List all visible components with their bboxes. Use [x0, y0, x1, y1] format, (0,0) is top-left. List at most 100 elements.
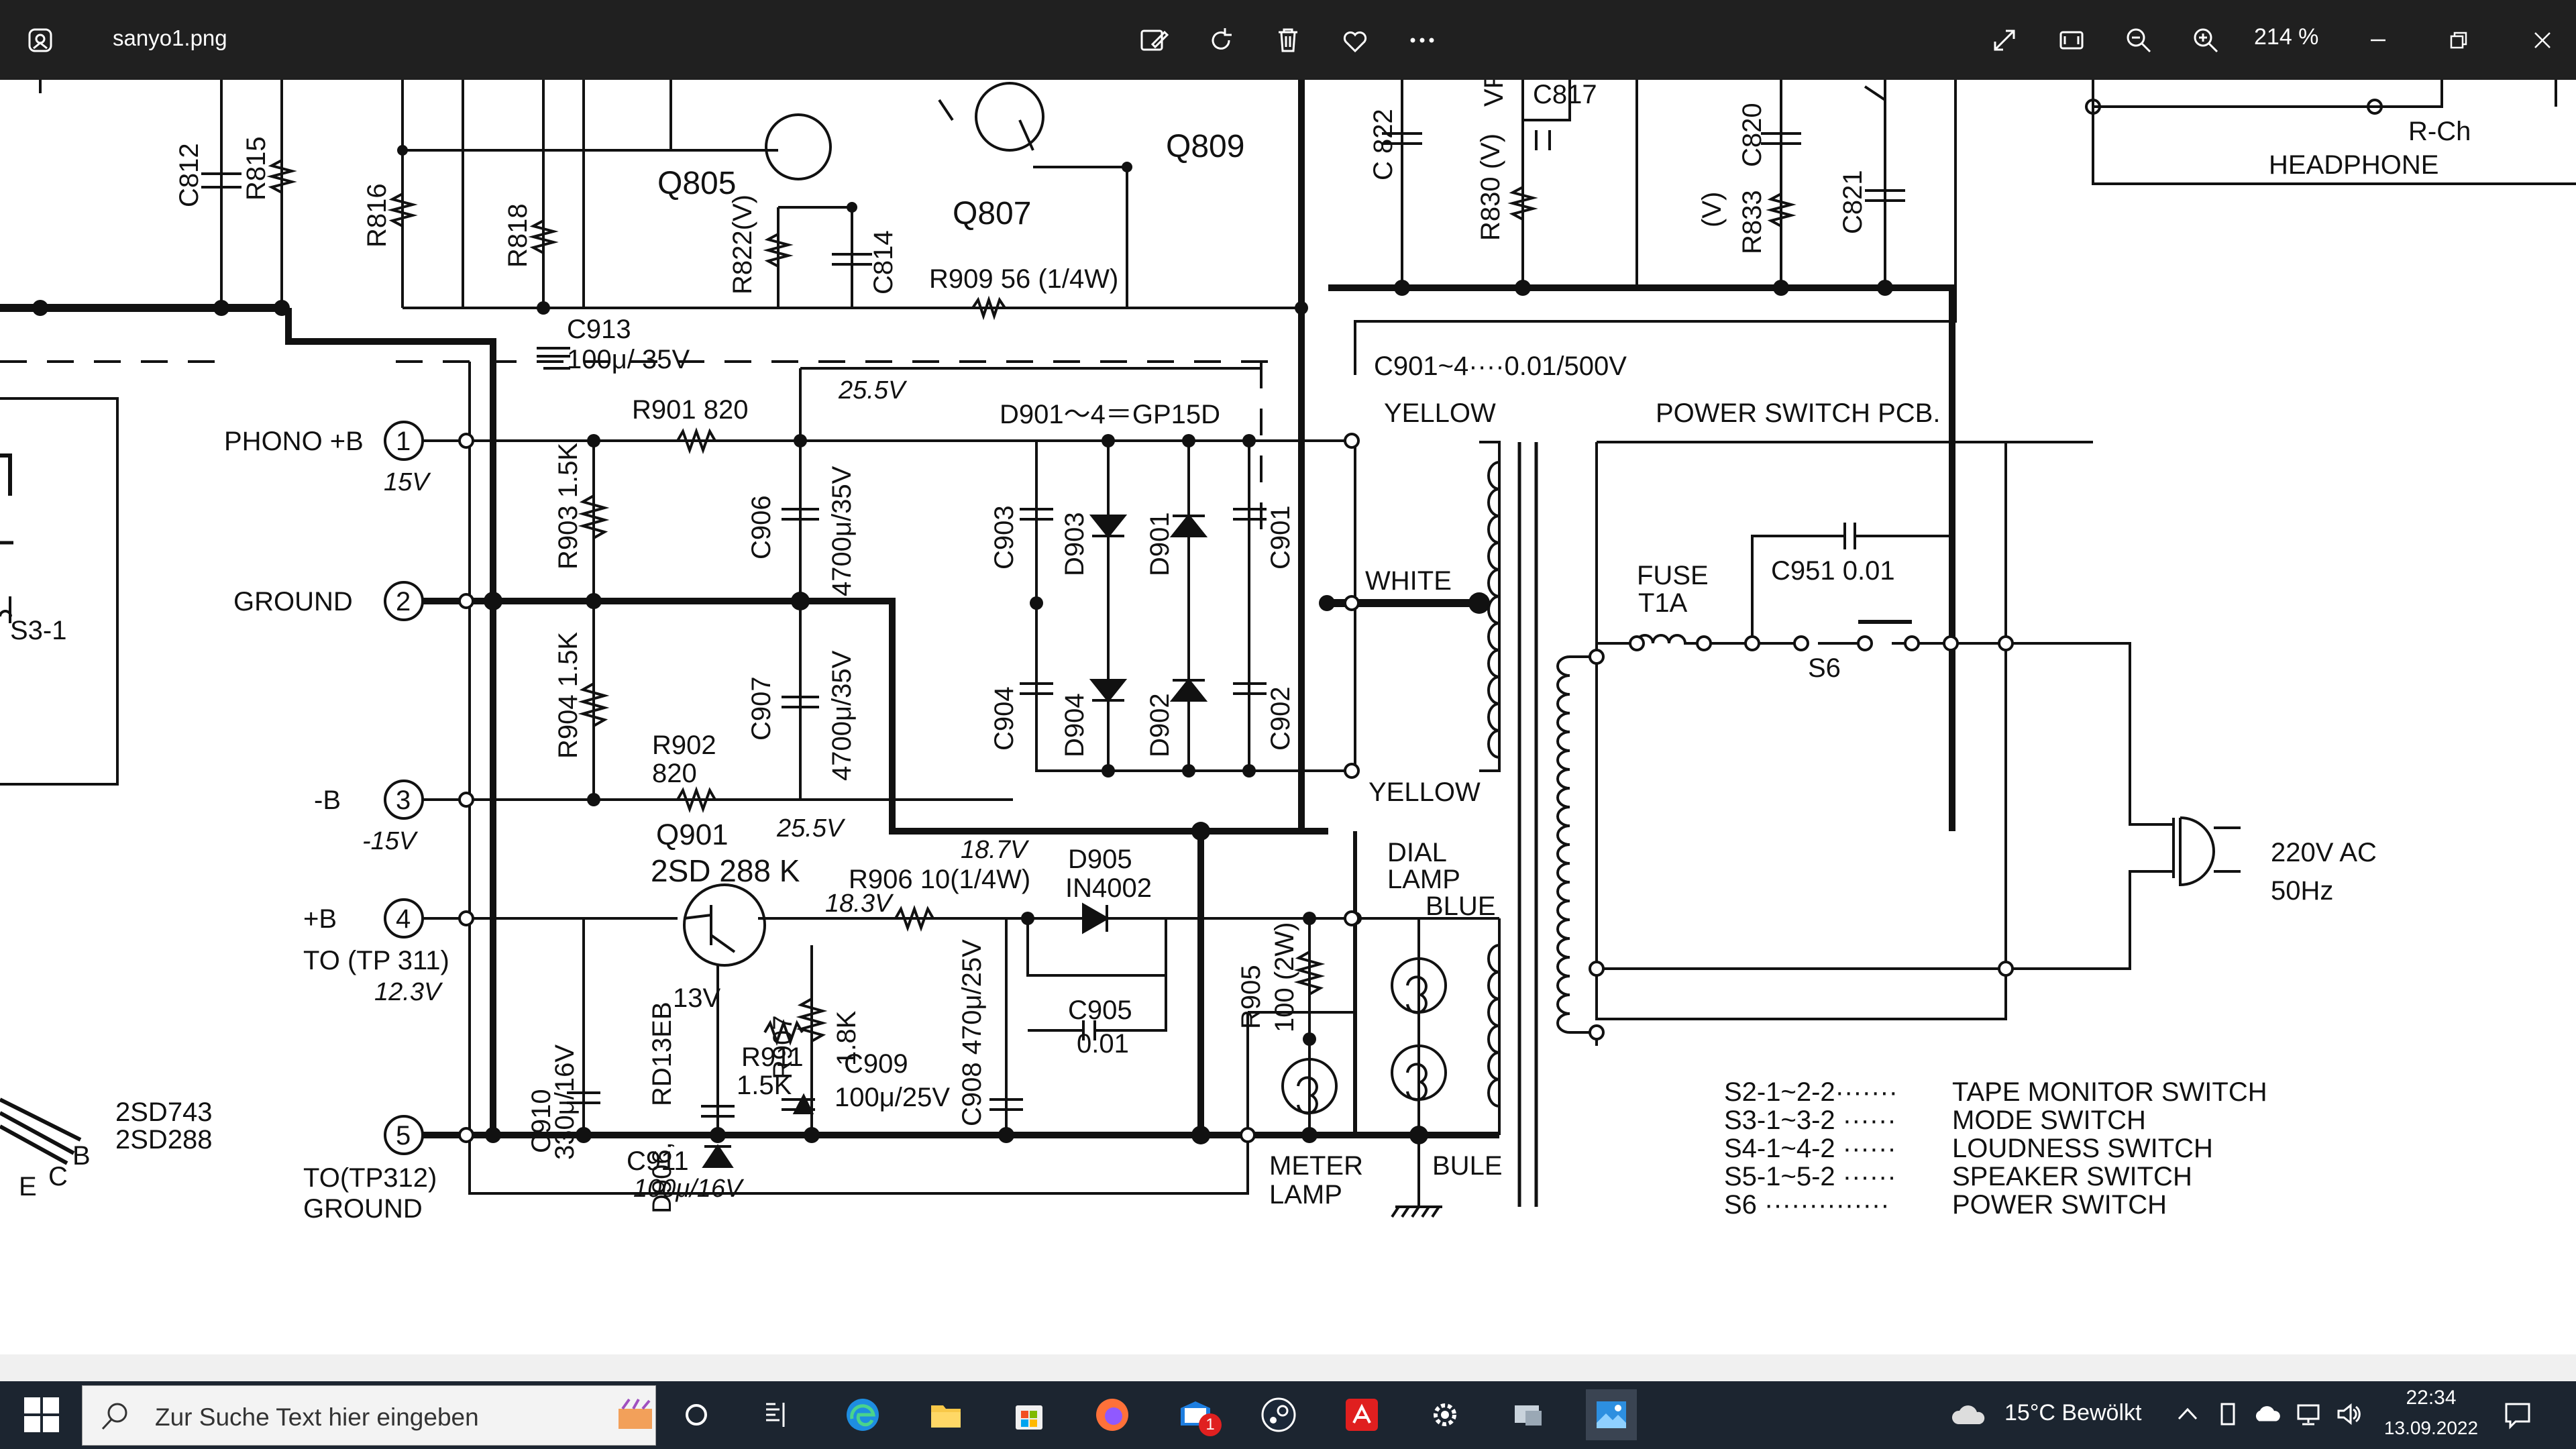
photos-icon[interactable]: [1586, 1389, 1637, 1440]
label-c905: C905: [1068, 996, 1132, 1025]
circuit-schematic: C812 R815 R816 R818 Q805 R822(V) C814 Q8…: [0, 80, 2576, 1224]
top-components: [201, 82, 2383, 321]
minimize-icon[interactable]: [2348, 15, 2408, 66]
label-d901: D901: [1145, 512, 1175, 576]
system-clock[interactable]: 22:34 13.09.2022: [2377, 1387, 2485, 1439]
file-explorer-icon[interactable]: [920, 1389, 971, 1440]
rotate-icon[interactable]: [1195, 15, 1246, 66]
devices-icon[interactable]: [1503, 1389, 1554, 1440]
label-c: C: [48, 1162, 68, 1191]
label-d904: D904: [1060, 693, 1089, 757]
zoom-level[interactable]: 214 %: [2254, 24, 2319, 50]
more-icon[interactable]: [1397, 15, 1448, 66]
label-r815: R815: [241, 136, 271, 201]
label-c909: C909: [844, 1049, 908, 1079]
label-vr: VR: [1479, 80, 1509, 107]
label-r906: R906 10(1/4W): [849, 865, 1030, 894]
label-50hz: 50Hz: [2271, 876, 2333, 906]
label-r816: R816: [362, 183, 392, 248]
label-c901-4: C901~4····0.01/500V: [1374, 352, 1627, 381]
label-tp311: TO (TP 311): [303, 946, 449, 975]
tablet-icon[interactable]: [2214, 1400, 2242, 1428]
label-r911-value: 1.5K: [737, 1071, 792, 1100]
legend-name-3: LOUDNESS SWITCH: [1952, 1134, 2213, 1163]
multitasking-icon[interactable]: [753, 1389, 804, 1440]
label-c910-value: 330μ/16V: [550, 1044, 580, 1160]
legend-code-5: S6 ··············: [1724, 1190, 1890, 1220]
image-canvas[interactable]: C812 R815 R816 R818 Q805 R822(V) C814 Q8…: [0, 80, 2576, 1354]
label-c909-value: 100μ/25V: [835, 1083, 950, 1112]
zoom-out-icon[interactable]: [2113, 15, 2164, 66]
favorite-icon[interactable]: [1330, 15, 1381, 66]
switch-legend: S2-1~2-2······· TAPE MONITOR SWITCH S3-1…: [1724, 1077, 2267, 1220]
label-220v-ac: 220V AC: [2271, 838, 2377, 867]
horizontal-scroll-area[interactable]: [0, 1354, 2576, 1381]
weather-cloud-icon[interactable]: [1949, 1401, 1989, 1428]
label-ground: GROUND: [233, 587, 353, 616]
open-terminals: [458, 433, 1360, 1143]
label-r-ch: R-Ch: [2408, 117, 2471, 146]
photos-app-icon: [15, 15, 66, 66]
pin-3: 3: [396, 786, 411, 815]
label-phono-b: PHONO +B: [224, 427, 364, 456]
label-b: B: [72, 1141, 91, 1171]
edge-icon[interactable]: [837, 1389, 888, 1440]
clock-date: 13.09.2022: [2383, 1417, 2479, 1438]
legend-code-4: S5-1~5-2 ······: [1724, 1162, 1896, 1191]
delete-icon[interactable]: [1263, 15, 1313, 66]
power-switch-labels: POWER SWITCH PCB. FUSE T1A C951 0.01 S6 …: [1637, 398, 2377, 906]
label-d905: D905: [1068, 845, 1132, 874]
label-c820: C820: [1737, 103, 1767, 167]
power-switch-pcb: [1595, 441, 2241, 1020]
zoom-in-icon[interactable]: [2180, 15, 2231, 66]
label-meter-lamp: LAMP: [1269, 1180, 1342, 1210]
task-view-icon[interactable]: [671, 1389, 722, 1440]
chevron-up-icon[interactable]: [2174, 1400, 2202, 1428]
legend-name-1: TAPE MONITOR SWITCH: [1952, 1077, 2267, 1107]
legend-name-5: POWER SWITCH: [1952, 1190, 2167, 1220]
label-bule: BULE: [1432, 1151, 1503, 1181]
label-c911-value: 100μ/16V: [633, 1175, 745, 1203]
network-icon[interactable]: [2294, 1400, 2322, 1428]
weather-text[interactable]: 15°C Bewölkt: [2004, 1400, 2142, 1426]
label-v: (V): [1697, 192, 1727, 227]
store-icon[interactable]: [1004, 1389, 1055, 1440]
label-t1a: T1A: [1638, 588, 1688, 618]
label-c907-value: 4700μ/35V: [827, 650, 857, 781]
label-c913-value: 100μ/ 35V: [567, 345, 690, 374]
close-icon[interactable]: [2512, 15, 2573, 66]
label-r911: R911: [741, 1042, 804, 1072]
volume-icon[interactable]: [2334, 1400, 2363, 1428]
label-lamp: LAMP: [1387, 865, 1460, 894]
restore-icon[interactable]: [2428, 15, 2489, 66]
pin-1: 1: [396, 427, 411, 456]
label-s6: S6: [1808, 653, 1841, 683]
onedrive-icon[interactable]: [2254, 1400, 2282, 1428]
left-misc: [0, 397, 119, 1165]
edit-image-icon[interactable]: [1128, 15, 1179, 66]
transformer-labels: YELLOW WHITE YELLOW DIAL LAMP BLUE METER…: [1269, 398, 1503, 1210]
label-c905-value: 0.01: [1077, 1029, 1129, 1059]
acrobat-icon[interactable]: [1336, 1389, 1387, 1440]
label-d901-4: D901～4＝GP15D: [1000, 400, 1220, 429]
search-placeholder: Zur Suche Text hier eingeben: [155, 1403, 479, 1431]
label-white: WHITE: [1365, 566, 1452, 596]
fit-window-icon[interactable]: [2046, 15, 2097, 66]
label-tp312: TO(TP312): [303, 1163, 437, 1193]
label-c901: C901: [1266, 505, 1295, 570]
legend-code-2: S3-1~3-2 ······: [1724, 1106, 1896, 1135]
top-nodes: [32, 145, 1893, 316]
label-headphone: HEADPHONE: [2269, 150, 2438, 180]
label-q809: Q809: [1166, 129, 1244, 164]
label-q807: Q807: [953, 196, 1031, 231]
windows-start-icon[interactable]: [20, 1393, 63, 1436]
connector-pin-numbers: 1 2 3 4 5: [396, 427, 411, 1150]
steam-icon[interactable]: [1253, 1389, 1304, 1440]
label-c822: C 822: [1368, 109, 1398, 180]
settings-icon[interactable]: [1419, 1389, 1470, 1440]
taskbar-search-box[interactable]: Zur Suche Text hier eingeben: [82, 1385, 656, 1446]
action-center-icon[interactable]: [2502, 1400, 2533, 1431]
label-r904: R904 1.5K: [553, 632, 583, 759]
firefox-icon[interactable]: [1087, 1389, 1138, 1440]
fullscreen-icon[interactable]: [1979, 15, 2030, 66]
